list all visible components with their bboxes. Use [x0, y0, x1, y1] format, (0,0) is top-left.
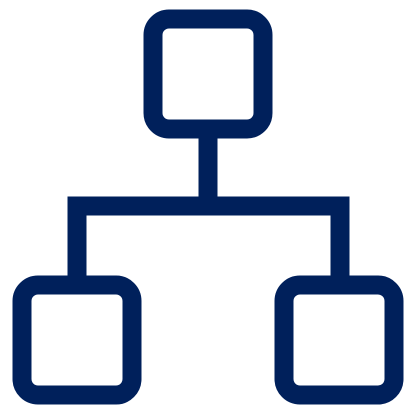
- branch-connector: [67, 196, 350, 280]
- top-node-box: [143, 9, 273, 139]
- right-child-node-box: [274, 275, 404, 405]
- left-child-node-box: [12, 275, 142, 405]
